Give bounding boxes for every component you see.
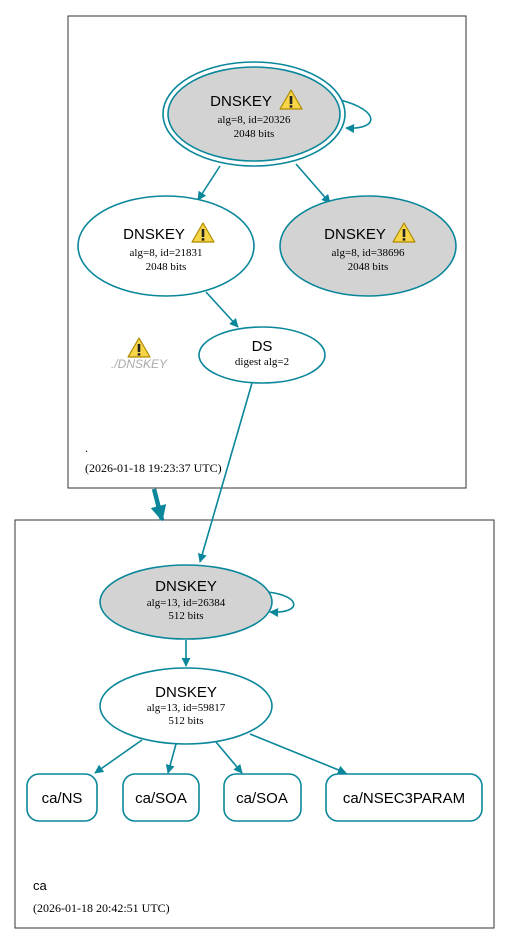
ca-zsk-details: alg=13, id=59817 <box>147 702 226 714</box>
edge-root-ds-to-ca-ksk <box>197 382 253 563</box>
root-zsk2-size: 2048 bits <box>348 261 389 273</box>
ca-zone-timestamp: (2026-01-18 20:42:51 UTC) <box>33 901 170 915</box>
ca-soa1-node[interactable]: ca/SOA <box>122 773 200 822</box>
root-zsk2-title: DNSKEY <box>324 226 386 243</box>
warning-icon <box>127 337 151 358</box>
ca-nsec3param-label: ca/NSEC3PARAM <box>343 790 465 807</box>
edge-ca-zsk-to-nsec3param <box>249 733 347 775</box>
ca-ksk-title: DNSKEY <box>155 578 217 595</box>
ca-zsk-title: DNSKEY <box>155 684 217 701</box>
ca-ksk-size: 512 bits <box>168 610 203 622</box>
edge-ca-zsk-to-ns <box>94 739 143 774</box>
edge-root-ksk-to-zsk2 <box>295 163 331 204</box>
ca-nsec3param-node[interactable]: ca/NSEC3PARAM <box>325 773 483 822</box>
ca-zone-name: ca <box>33 878 48 893</box>
root-zone-border <box>67 15 467 489</box>
root-ksk-details: alg=8, id=20326 <box>218 114 291 126</box>
ca-ns-label: ca/NS <box>42 790 83 807</box>
root-ds-digest: digest alg=2 <box>235 356 289 368</box>
root-zsk1-node[interactable]: DNSKEY alg=8, id=21831 2048 bits <box>77 195 255 297</box>
edge-ca-ksk-self <box>267 591 295 617</box>
root-ds-title: DS <box>252 338 273 355</box>
root-ds-node[interactable]: DS digest alg=2 <box>198 326 326 384</box>
root-missing-dnskey-label: ./DNSKEY <box>111 357 168 371</box>
ca-soa2-node[interactable]: ca/SOA <box>223 773 302 822</box>
root-ksk-node[interactable]: DNSKEY alg=8, id=20326 2048 bits <box>162 61 346 167</box>
ca-ksk-details: alg=13, id=26384 <box>147 597 226 609</box>
root-zone-cluster: . (2026-01-18 19:23:37 UTC) <box>67 15 467 489</box>
edges <box>94 99 372 775</box>
ca-zone-border <box>14 519 495 929</box>
edge-root-ksk-self <box>339 99 372 133</box>
root-zone-name: . <box>85 441 88 455</box>
root-zsk1-details: alg=8, id=21831 <box>130 247 203 259</box>
root-zone-timestamp: (2026-01-18 19:23:37 UTC) <box>85 461 222 475</box>
root-zsk2-node[interactable]: DNSKEY alg=8, id=38696 2048 bits <box>279 195 457 297</box>
ca-soa2-label: ca/SOA <box>236 790 288 807</box>
ca-soa1-label: ca/SOA <box>135 790 187 807</box>
root-missing-dnskey-node[interactable]: ./DNSKEY <box>111 337 168 371</box>
edge-root-zsk1-to-ds <box>205 291 239 328</box>
ca-ns-node[interactable]: ca/NS <box>26 773 98 822</box>
ca-zsk-node[interactable]: DNSKEY alg=13, id=59817 512 bits <box>99 667 273 745</box>
edge-root-ksk-to-zsk1 <box>197 165 221 201</box>
ca-zsk-size: 512 bits <box>168 715 203 727</box>
edge-delegation <box>150 488 167 522</box>
ca-ksk-node[interactable]: DNSKEY alg=13, id=26384 512 bits <box>99 564 273 640</box>
ca-zone-cluster: ca (2026-01-18 20:42:51 UTC) <box>14 519 495 929</box>
edge-ca-zsk-to-soa2 <box>215 741 243 774</box>
root-ksk-size: 2048 bits <box>234 128 275 140</box>
root-zsk2-details: alg=8, id=38696 <box>332 247 405 259</box>
root-zsk1-size: 2048 bits <box>146 261 187 273</box>
root-ksk-title: DNSKEY <box>210 93 272 110</box>
edge-ca-zsk-to-soa1 <box>165 743 177 774</box>
root-zsk1-title: DNSKEY <box>123 226 185 243</box>
